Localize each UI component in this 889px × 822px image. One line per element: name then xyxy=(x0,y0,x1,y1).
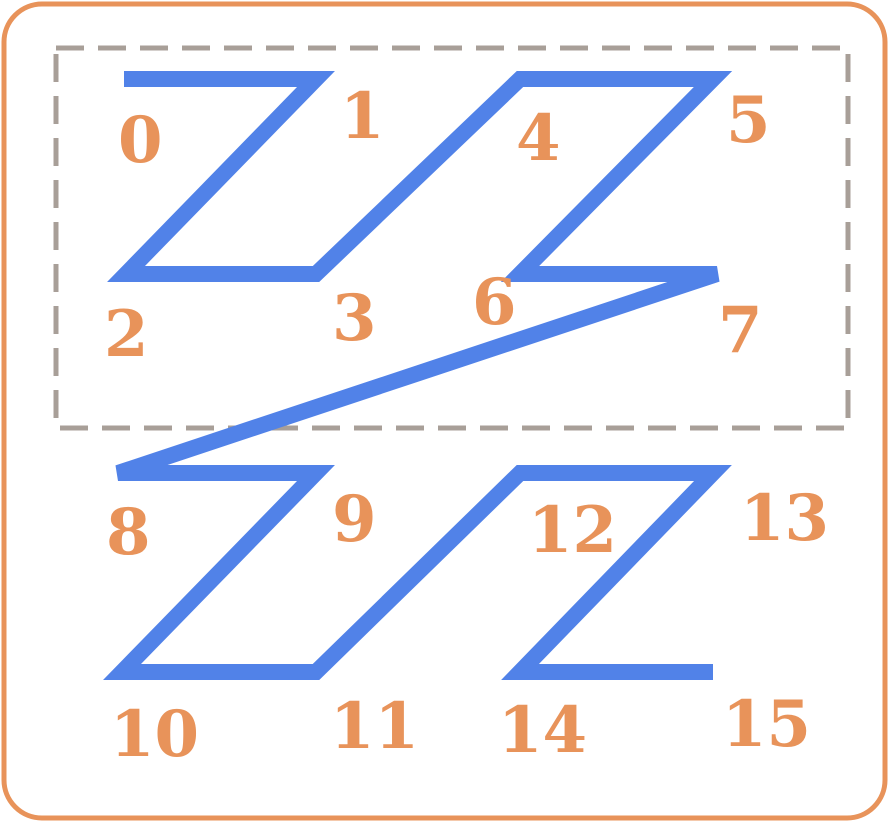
node-label-12: 12 xyxy=(528,493,617,568)
node-label-11: 11 xyxy=(330,689,419,764)
node-label-4: 4 xyxy=(516,101,561,176)
node-label-7: 7 xyxy=(718,293,763,368)
node-label-9: 9 xyxy=(332,482,377,557)
node-label-1: 1 xyxy=(340,79,385,154)
node-label-5: 5 xyxy=(726,83,771,158)
node-label-2: 2 xyxy=(104,297,149,372)
node-label-10: 10 xyxy=(110,697,199,772)
node-label-6: 6 xyxy=(472,265,517,340)
node-label-13: 13 xyxy=(740,481,829,556)
node-label-3: 3 xyxy=(332,281,377,356)
dashed-region-box xyxy=(53,45,851,431)
node-label-15: 15 xyxy=(722,687,811,762)
node-label-14: 14 xyxy=(498,693,587,768)
node-label-8: 8 xyxy=(106,495,151,570)
node-label-0: 0 xyxy=(118,103,163,178)
z-curve-path xyxy=(103,71,733,680)
